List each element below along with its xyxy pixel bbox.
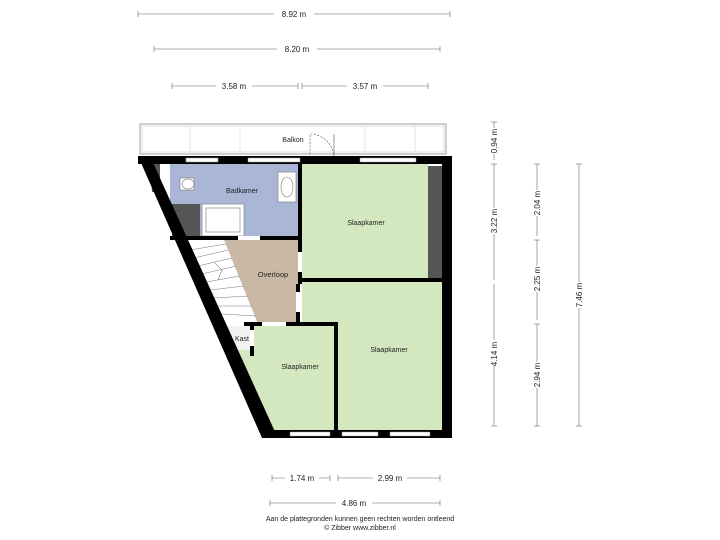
sink (277, 171, 297, 203)
bathtub (201, 203, 245, 237)
dim-total-depth-label: 7.46 m (575, 282, 584, 307)
room-label-balcony: Balkon (282, 137, 304, 144)
room-label-closet: Kast (235, 336, 249, 343)
dim-inner-width-label: 8.20 m (285, 45, 310, 54)
dim-right-upper-label: 3.57 m (353, 82, 378, 91)
staircase-floor (182, 240, 258, 324)
room-label-landing: Overloop (258, 270, 288, 279)
room-label-bedroom-bottom-right: Slaapkamer (370, 347, 408, 354)
room-label-bathroom: Badkamer (226, 188, 259, 195)
dim-upper-depth-label: 3.22 m (490, 208, 499, 233)
dim-bottom-total-label: 4.86 m (342, 499, 367, 508)
top-windows (185, 157, 417, 163)
built-in-cabinet-right (428, 166, 442, 278)
dim-seg-a-label: 2.04 m (533, 190, 542, 215)
bottom-windows (289, 431, 431, 437)
room-label-bedroom-bottom-left: Slaapkamer (281, 364, 319, 371)
dimension-column-1 (491, 121, 497, 427)
footer-disclaimer: Aan de plattegronden kunnen geen rechten… (265, 516, 455, 523)
dim-seg-b-label: 2.25 m (533, 266, 542, 291)
dim-seg-c-label: 2.94 m (533, 362, 542, 387)
balcony-door (309, 133, 335, 159)
dimension-inner-width: 8.20 m (153, 43, 441, 55)
dim-left-upper-label: 3.58 m (222, 82, 247, 91)
landing-floor (224, 240, 298, 324)
footer-copyright: © Zibber www.zibber.nl (324, 525, 396, 532)
dim-bottom-right-label: 2.99 m (378, 474, 403, 483)
bedroom-top-right-floor (302, 164, 428, 280)
staircase-treads (189, 243, 257, 317)
bathroom-fixtures (179, 171, 297, 237)
door-openings (238, 236, 302, 346)
dim-balcony-depth-label: 0.94 m (490, 128, 499, 153)
dim-total-width-label: 8.92 m (282, 10, 307, 19)
dim-lower-depth-label: 4.14 m (490, 341, 499, 366)
dimension-upper-split: 3.58 m 3.57 m (171, 80, 429, 92)
room-label-bedroom-top-right: Slaapkamer (347, 220, 385, 227)
balcony: Balkon (139, 123, 447, 155)
dim-bottom-left-label: 1.74 m (290, 474, 315, 483)
dimension-total-width: 8.92 m (137, 7, 451, 19)
